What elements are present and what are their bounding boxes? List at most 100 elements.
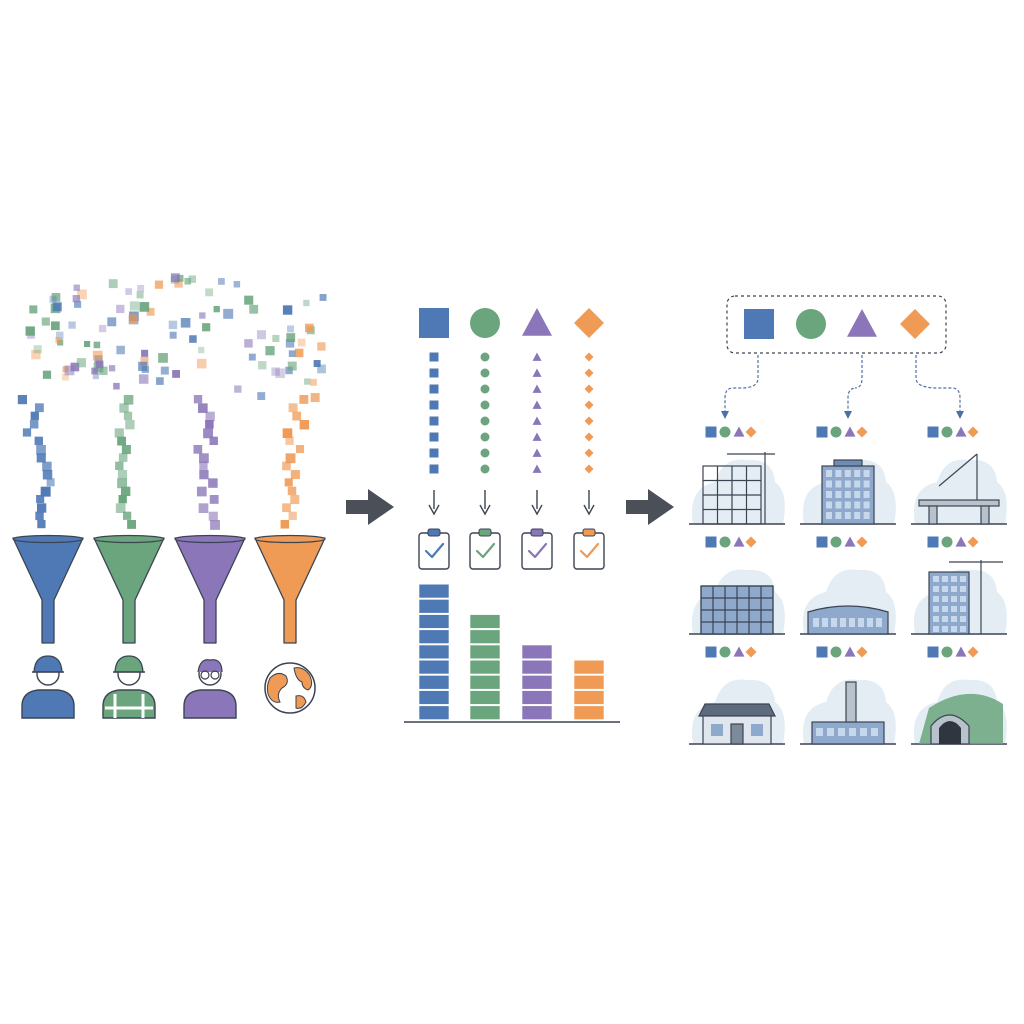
data-particle — [197, 346, 205, 354]
window — [844, 491, 851, 498]
legend-frame — [726, 295, 947, 354]
person-body — [183, 689, 237, 719]
data-particle — [36, 503, 47, 513]
connector-arrowhead-icon — [956, 411, 964, 419]
mini-square-icon — [927, 646, 939, 658]
data-particle — [248, 353, 256, 361]
mini-triangle-icon — [844, 536, 856, 547]
mini-triangle-icon — [844, 646, 856, 657]
data-particle — [218, 278, 225, 285]
building-frame-icon — [702, 452, 775, 525]
data-particle — [287, 325, 295, 333]
connector-arrowhead-icon — [721, 411, 729, 419]
data-particle — [138, 374, 149, 384]
mini-triangle-icon — [955, 426, 967, 437]
funnel-body — [12, 537, 84, 644]
connector-arrowhead-icon — [844, 411, 852, 419]
mini-category-row — [927, 646, 979, 658]
factory-icon — [811, 681, 885, 745]
data-particle — [282, 428, 293, 438]
stack-block — [418, 629, 450, 644]
data-particle — [17, 395, 28, 405]
mini-diamond-icon — [856, 536, 868, 548]
safety-vest-person-icon — [102, 655, 156, 719]
chimney — [845, 681, 857, 723]
window — [942, 586, 948, 592]
data-particle — [42, 370, 52, 379]
mini-triangle-icon — [844, 426, 856, 437]
stack-bar-blue — [418, 583, 450, 720]
data-particle — [108, 365, 116, 372]
window — [951, 626, 957, 632]
funnel-body — [174, 537, 246, 644]
mini-diamond-icon — [967, 426, 979, 438]
data-particle — [41, 317, 50, 326]
data-particle — [117, 470, 128, 480]
data-particle — [125, 288, 132, 295]
bridge-pier — [928, 505, 938, 525]
data-particle — [285, 453, 296, 464]
data-particle — [172, 370, 180, 378]
data-particle — [303, 299, 310, 307]
data-particle — [282, 461, 291, 471]
project-cell-small-house — [689, 646, 785, 745]
data-particle — [31, 349, 41, 360]
mini-diamond-icon — [745, 426, 757, 438]
data-particle — [98, 324, 107, 333]
data-particle — [319, 293, 327, 301]
data-particle — [205, 411, 215, 422]
data-particle — [209, 495, 219, 504]
window — [960, 606, 966, 612]
data-particle — [257, 392, 266, 401]
mini-diamond-icon — [967, 646, 979, 658]
item-triangle — [532, 432, 542, 441]
data-particle — [198, 403, 208, 413]
dashed-connector — [847, 355, 863, 414]
person-body — [21, 689, 75, 719]
item-diamond — [584, 352, 594, 362]
data-particle — [95, 360, 104, 369]
item-square — [429, 432, 439, 442]
data-particle — [234, 385, 242, 393]
data-particle — [290, 470, 300, 480]
data-particle — [92, 350, 103, 361]
project-cell-low-rise-hall — [800, 536, 896, 635]
data-particle — [40, 486, 51, 497]
data-particle — [310, 393, 320, 403]
project-cell-factory-with-chimney — [800, 646, 896, 745]
item-triangle — [532, 464, 542, 473]
window — [863, 501, 870, 509]
window — [751, 724, 763, 736]
data-particle — [73, 284, 80, 291]
window — [849, 728, 856, 736]
data-particle — [25, 326, 35, 336]
data-particle — [209, 436, 218, 446]
data-particle — [116, 345, 125, 355]
clipboard-board — [469, 532, 501, 570]
window — [933, 616, 939, 622]
window — [933, 576, 939, 582]
data-particle — [199, 312, 206, 319]
mini-circle-icon — [941, 646, 953, 658]
data-particle — [210, 520, 220, 530]
item-triangle — [532, 400, 542, 409]
mini-triangle-icon — [955, 646, 967, 657]
window — [960, 596, 966, 602]
data-particle — [107, 317, 117, 327]
item-diamond — [584, 432, 594, 442]
data-particle — [123, 411, 133, 420]
stack-block — [418, 599, 450, 614]
check-mark — [527, 542, 548, 559]
check-mark — [579, 542, 600, 559]
legend-square-icon — [744, 309, 774, 339]
data-particle — [36, 453, 46, 463]
hard-hat — [114, 655, 144, 673]
item-circle — [480, 464, 490, 474]
data-particle — [42, 461, 52, 472]
data-particle — [280, 520, 290, 529]
mini-diamond-icon — [745, 536, 757, 548]
window — [942, 616, 948, 622]
window — [863, 512, 870, 519]
tower-crane-icon — [928, 560, 1003, 635]
